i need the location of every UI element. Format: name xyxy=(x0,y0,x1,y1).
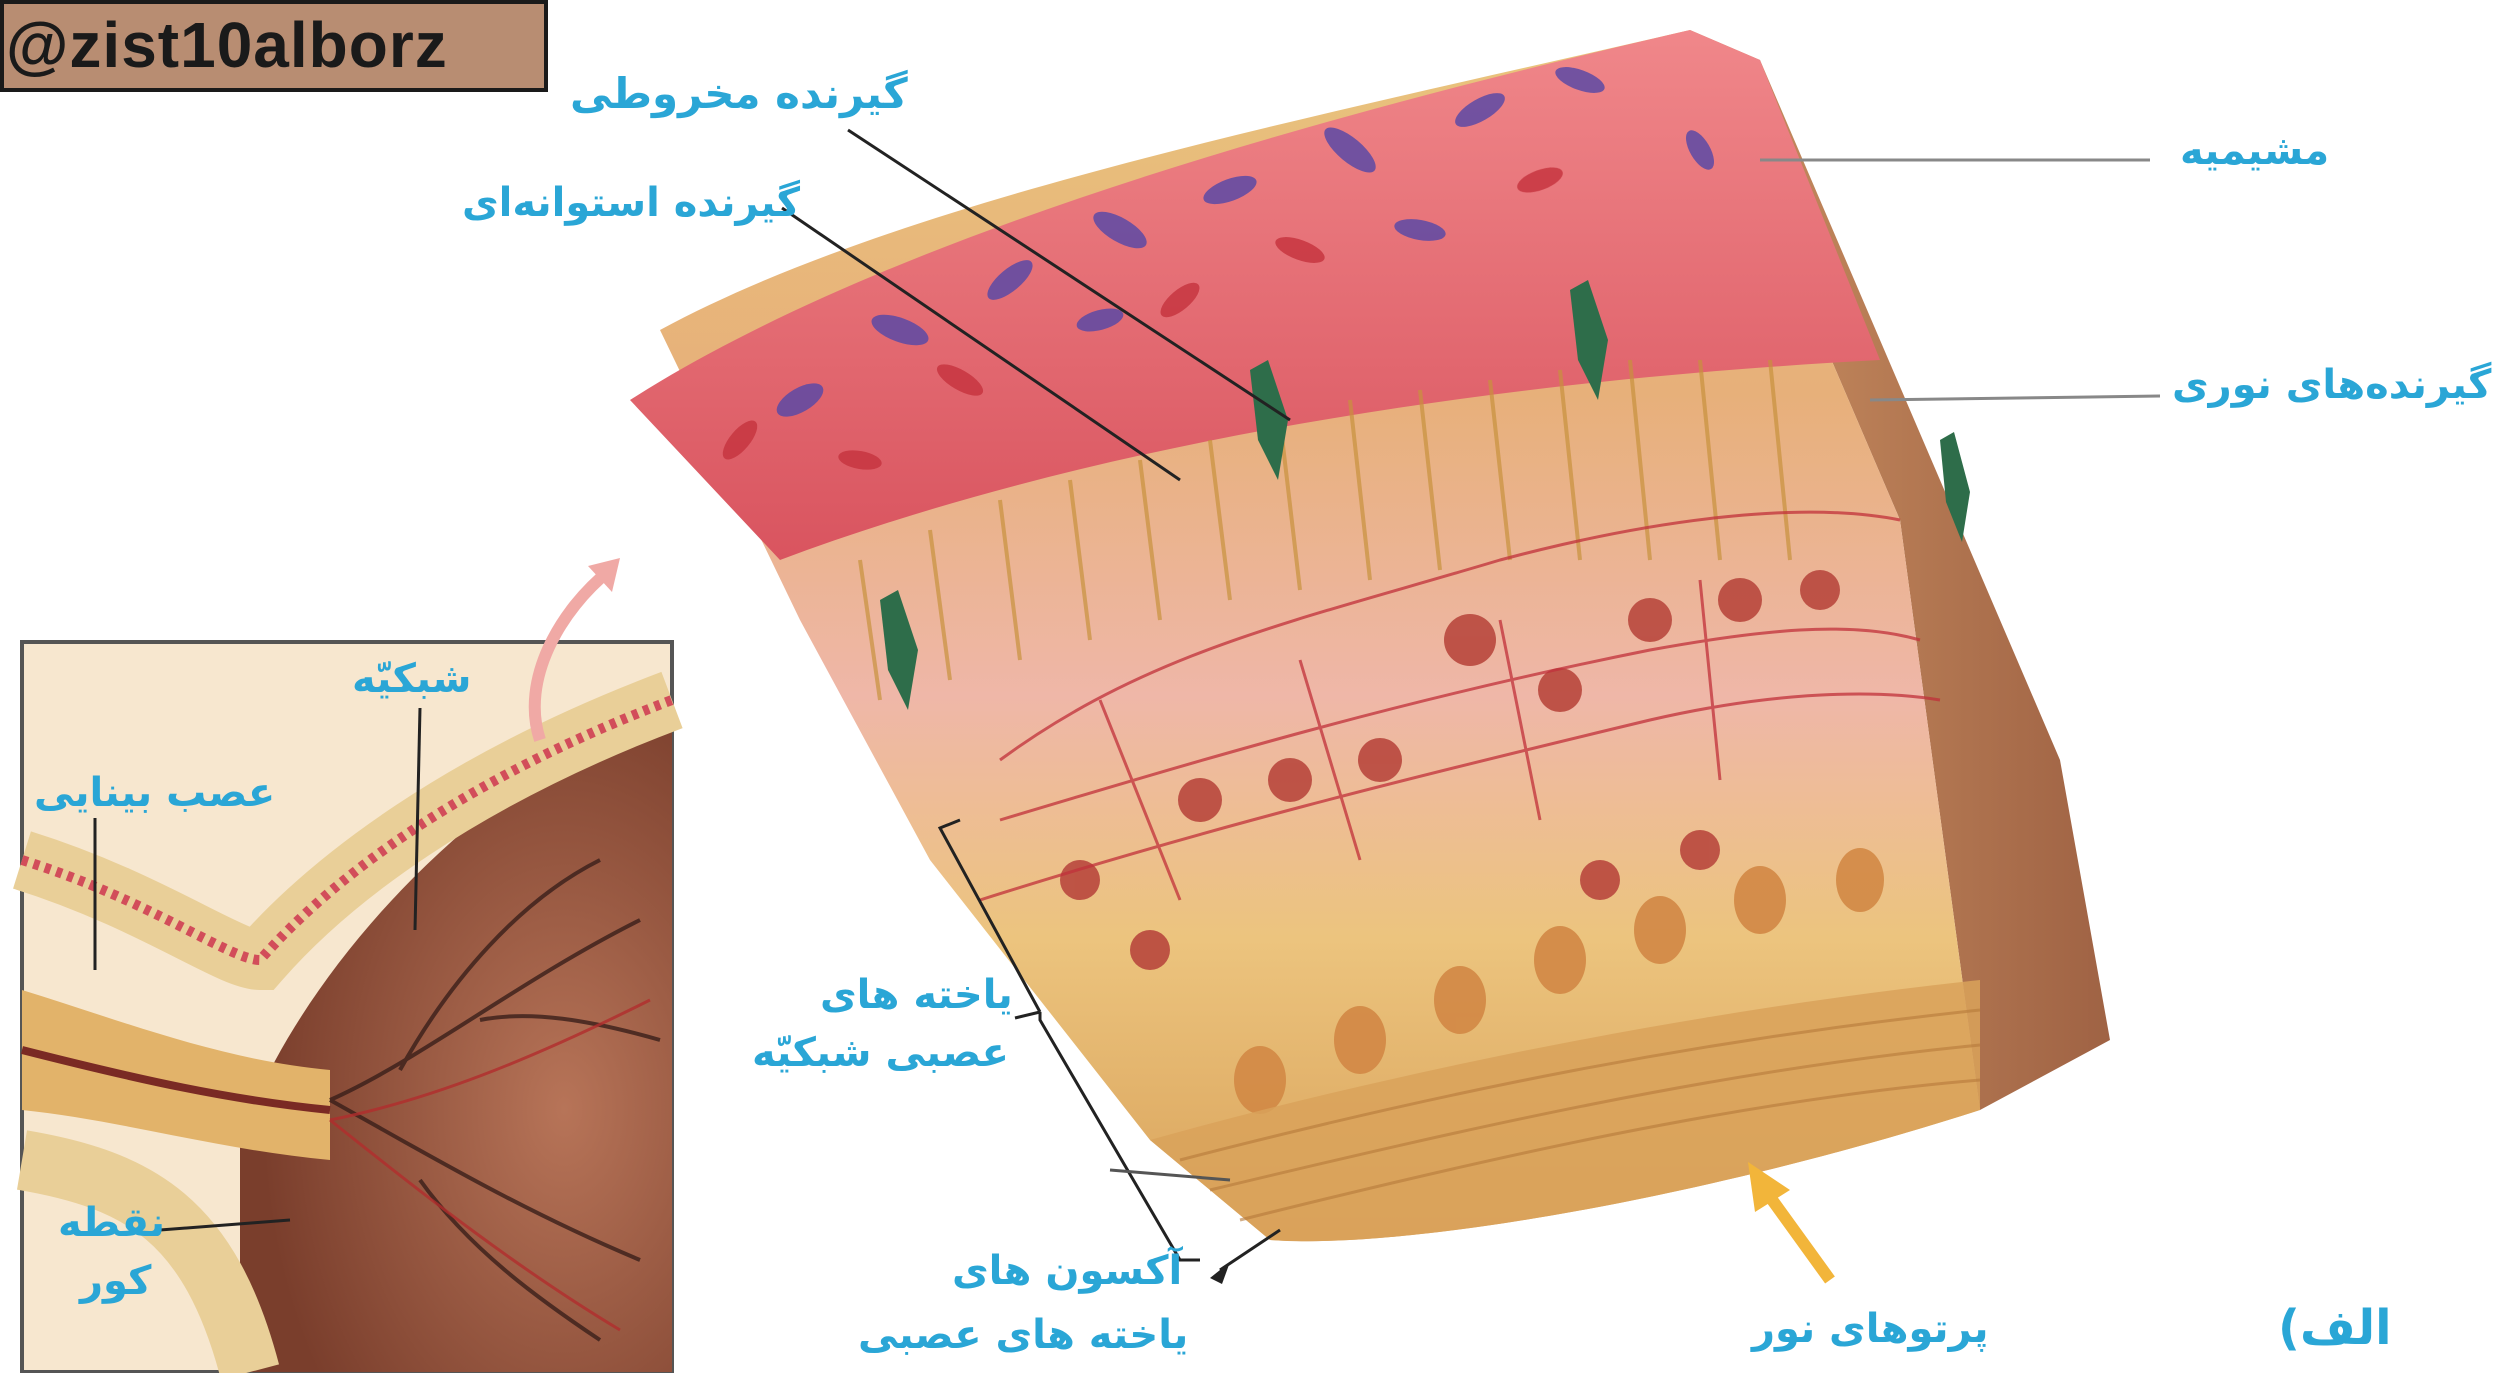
label-choroid: مشیمیه xyxy=(2180,128,2329,174)
label-blind-spot-line1: نقطه xyxy=(58,1200,165,1246)
panel-label: الف) xyxy=(2278,1300,2392,1356)
label-optic-nerve: عصب بینایی xyxy=(34,770,275,816)
light-arrow xyxy=(1748,1162,1830,1280)
label-neurons-line1: یاخته های xyxy=(820,972,1013,1018)
label-rod-receptor: گیرنده استوانه‌ای xyxy=(462,180,800,226)
label-cone-receptor: گیرنده مخروطی xyxy=(570,70,908,118)
label-retina: شبکیّه xyxy=(352,656,472,702)
label-photoreceptors: گیرنده‌های نوری xyxy=(2172,362,2491,408)
label-axons-line2: یاخته های عصبی xyxy=(858,1312,1188,1358)
watermark-text: @zist10alborz xyxy=(6,8,448,82)
label-neurons-line2: عصبی شبکیّه xyxy=(752,1030,1009,1076)
watermark-box: @zist10alborz xyxy=(0,0,548,92)
label-axons-line1: آکسون های xyxy=(952,1248,1182,1294)
label-light-rays: پرتوهای نور xyxy=(1752,1306,1988,1352)
label-blind-spot-line2: کور xyxy=(80,1258,151,1304)
